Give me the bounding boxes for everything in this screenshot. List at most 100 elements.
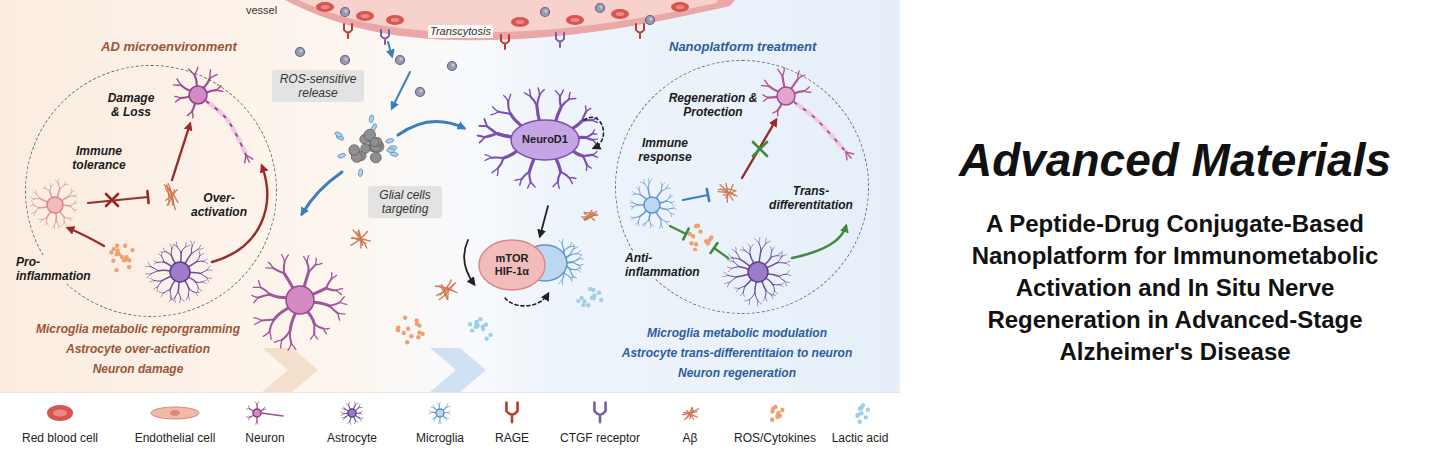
cell-process	[558, 172, 561, 182]
cell-process	[178, 292, 180, 299]
cell-process	[437, 403, 439, 405]
cell-process	[336, 290, 341, 294]
red-blood-cell-center	[391, 18, 400, 22]
dot	[576, 299, 580, 303]
paper-title: A Peptide-Drug Conjugate-Based Nanoplatf…	[960, 208, 1390, 368]
cell-process	[191, 246, 192, 254]
legend-icon	[770, 405, 785, 422]
cell-process	[309, 265, 316, 273]
dot	[476, 323, 480, 327]
cell-process	[777, 262, 785, 263]
cell-process	[439, 402, 440, 405]
cell-process	[151, 267, 158, 271]
cell-body	[511, 120, 579, 160]
dot	[780, 408, 784, 412]
cell-process	[161, 252, 163, 256]
cell-process	[667, 210, 671, 214]
amyloid-fibril	[720, 185, 733, 201]
amyloid-beta	[351, 230, 371, 248]
cell-process	[570, 268, 578, 270]
cell-process	[732, 249, 736, 252]
cell-process	[763, 95, 769, 98]
red-blood-cell	[566, 15, 584, 25]
cell-process	[540, 90, 545, 95]
cell-process	[52, 226, 54, 228]
legend-label: Neuron	[205, 431, 325, 445]
panel-heading: Nanoplatform treatment	[669, 39, 816, 55]
text-holder: mTOR HIF-1α	[489, 252, 535, 278]
cell-process	[71, 191, 74, 192]
cell-process	[186, 246, 190, 247]
inhibition-line	[714, 248, 728, 258]
cell-process	[725, 282, 730, 283]
dot	[698, 229, 702, 233]
cell-process	[673, 208, 676, 210]
cell-process	[64, 217, 69, 219]
nanoparticle-core	[296, 48, 305, 57]
cell-process	[174, 298, 175, 302]
amyloid-fibril	[447, 286, 449, 299]
cell-process	[150, 281, 154, 283]
cell-process	[32, 202, 34, 205]
cell-process	[290, 311, 296, 330]
dot	[581, 303, 585, 307]
cell-process	[804, 87, 809, 91]
cell-process	[570, 254, 577, 256]
process-label: Pro-inflammation	[14, 255, 94, 283]
legend-label: Astrocyte	[292, 431, 412, 445]
cell-process	[765, 80, 769, 86]
cell-process	[745, 300, 750, 301]
nanoparticle	[448, 62, 457, 71]
cell-body	[644, 197, 660, 213]
cell-process	[586, 138, 593, 140]
axon	[794, 102, 854, 160]
nanoparticle	[596, 4, 605, 13]
cell-process	[765, 297, 767, 301]
cell-process	[261, 287, 270, 294]
cell-process	[192, 241, 195, 245]
nanoparticle-core	[448, 62, 457, 71]
cell-process	[198, 288, 201, 290]
cell-process	[254, 318, 261, 321]
process-label: Anti-inflammation	[623, 251, 703, 279]
inhibition-line	[88, 197, 148, 203]
cell-process	[773, 284, 780, 285]
inhibition-line	[147, 191, 148, 203]
cell-process	[154, 261, 158, 262]
dot	[776, 413, 780, 417]
cell-process	[176, 98, 181, 102]
cell-process	[569, 98, 576, 100]
cell-process	[749, 248, 751, 255]
cell-process	[68, 195, 74, 197]
cell-process	[773, 110, 778, 113]
cell-process	[181, 247, 186, 252]
cell-process	[670, 196, 673, 197]
nanoparticle-core	[361, 144, 370, 153]
nanoparticle-core	[596, 4, 605, 13]
cell-process	[59, 225, 62, 227]
cell-process	[586, 165, 588, 171]
dot	[115, 252, 119, 256]
dot	[858, 407, 862, 411]
cell-process	[171, 298, 175, 300]
dot	[691, 234, 695, 238]
cell-process	[170, 290, 172, 297]
cell-process	[188, 289, 190, 296]
transdifferentiation-arrow	[792, 226, 846, 258]
cell-process	[247, 416, 250, 417]
receptor-symbol	[344, 24, 352, 38]
cell-process	[146, 273, 151, 274]
cell-process	[631, 201, 633, 203]
cell-process	[311, 334, 315, 339]
cell-process	[65, 184, 69, 186]
cell-process	[348, 421, 350, 423]
dot	[127, 258, 131, 262]
release-arrow	[302, 172, 342, 214]
cell-process	[666, 197, 669, 201]
metabolic-arrow	[540, 206, 548, 236]
cell-process	[50, 184, 51, 187]
inhibition-line	[683, 195, 708, 200]
cell-process	[577, 251, 581, 254]
dot	[689, 241, 693, 245]
dot	[770, 418, 774, 422]
